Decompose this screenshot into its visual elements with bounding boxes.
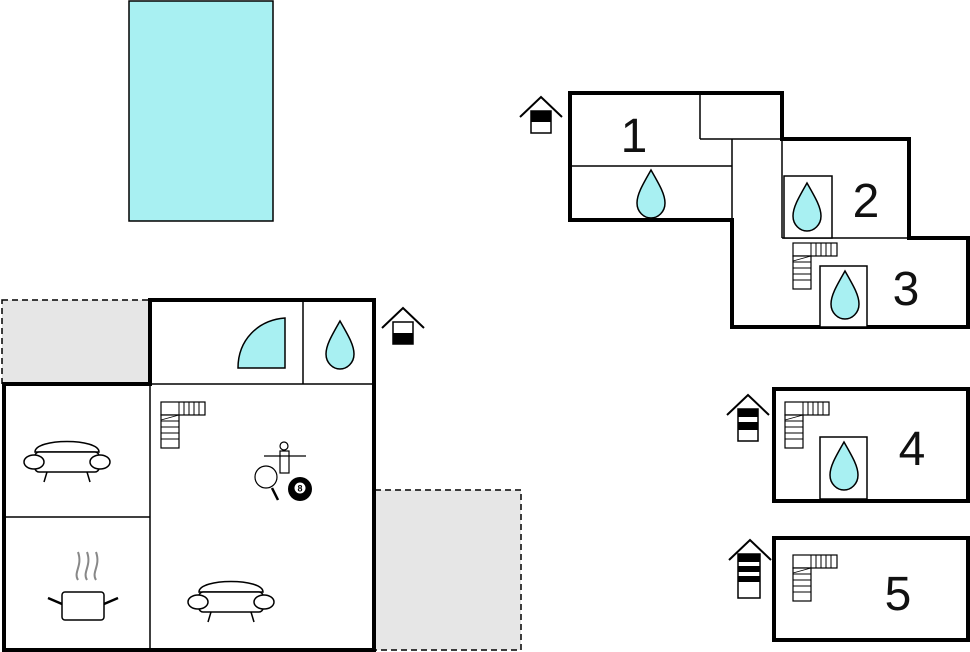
table-football-billiard-icon: 8 bbox=[254, 441, 312, 501]
terrace-right bbox=[374, 489, 522, 651]
house-floor-icon bbox=[726, 393, 770, 442]
upper-floor-outline bbox=[568, 91, 970, 329]
shower-icon bbox=[237, 317, 286, 369]
pool bbox=[128, 0, 274, 222]
room-number-2: 2 bbox=[853, 175, 880, 228]
cooking-pot-icon bbox=[47, 551, 119, 621]
house-floor-icon bbox=[519, 95, 563, 134]
house-floor-icon bbox=[381, 306, 425, 345]
terrace-left bbox=[1, 299, 151, 385]
house-floor-icon bbox=[728, 538, 772, 599]
billiard-ball-number: 8 bbox=[297, 484, 302, 494]
room-number-1: 1 bbox=[621, 110, 648, 163]
room-number-5: 5 bbox=[885, 568, 912, 621]
room-number-3: 3 bbox=[893, 263, 920, 316]
room-number-4: 4 bbox=[899, 423, 926, 476]
floor-4-outline bbox=[772, 387, 970, 503]
